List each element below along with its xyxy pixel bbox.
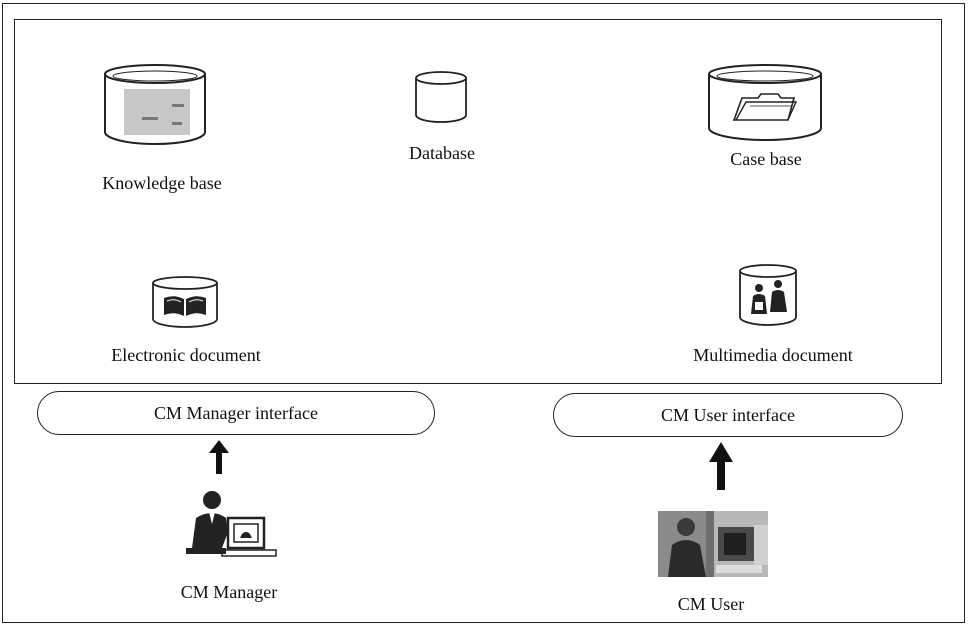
knowledge-base-cylinder-icon (104, 64, 206, 145)
cm-manager-label: CM Manager (180, 582, 278, 602)
repository-frame (14, 19, 942, 384)
cm-user-interface-label: CM User interface (661, 404, 795, 425)
diagram-frame (2, 3, 965, 623)
electronic-document-label: Electronic document (111, 345, 261, 365)
knowledge-base-label: Knowledge base (102, 173, 222, 193)
electronic-document-cylinder-icon (152, 276, 218, 328)
manager-at-computer-icon (186, 491, 277, 557)
database-label: Database (409, 143, 475, 163)
cm-manager-interface-label: CM Manager interface (154, 402, 318, 423)
user-up-arrow-icon (709, 442, 733, 490)
user-at-computer-photo-icon (658, 511, 768, 577)
manager-up-arrow-icon (209, 440, 229, 474)
multimedia-document-cylinder-icon (739, 264, 797, 326)
database-cylinder-icon (415, 71, 467, 123)
case-base-cylinder-icon (708, 64, 822, 141)
multimedia-document-label: Multimedia document (693, 345, 853, 365)
case-base-label: Case base (730, 149, 802, 169)
cm-manager-interface: CM Manager interface (37, 391, 435, 435)
cm-user-label: CM User (677, 594, 745, 614)
cm-user-interface: CM User interface (553, 393, 903, 437)
